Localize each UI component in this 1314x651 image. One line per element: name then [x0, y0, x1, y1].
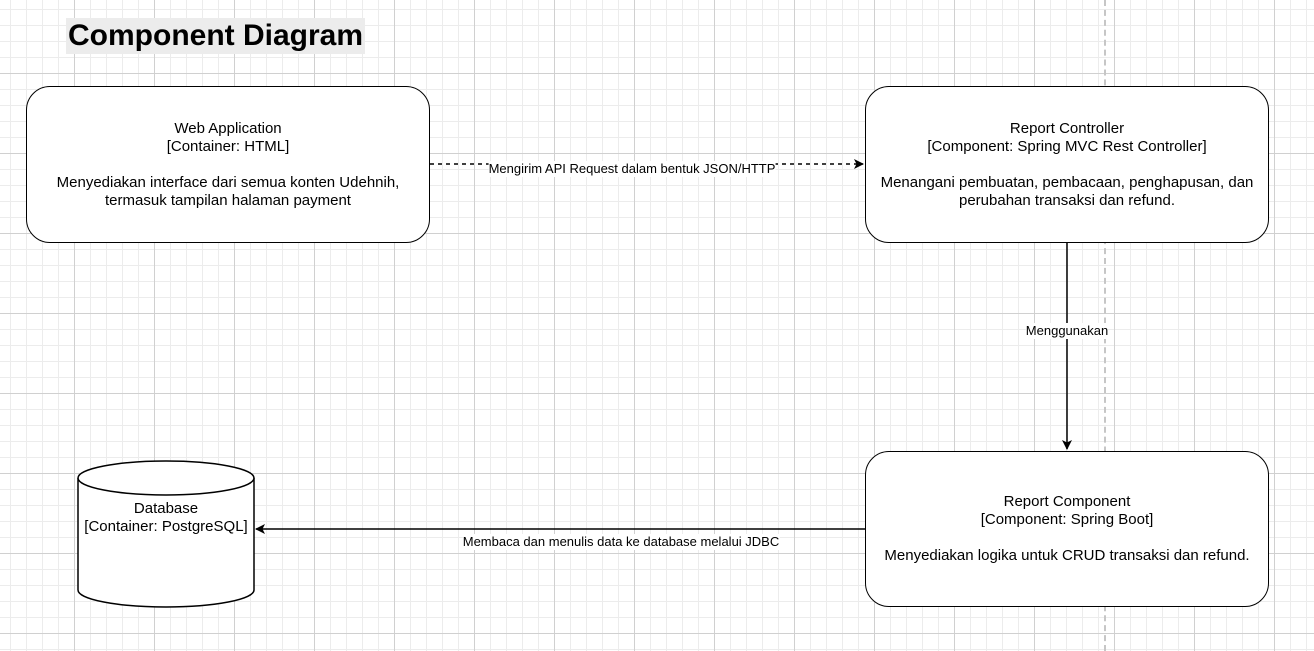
edge-label-controller-to-component: Menggunakan	[1025, 323, 1109, 339]
diagram-title: Component Diagram	[66, 18, 366, 54]
report-controller-node[interactable]: Report Controller [Component: Spring MVC…	[865, 86, 1269, 243]
report-component-type: [Component: Spring Boot]	[980, 511, 1154, 528]
report-component-node[interactable]: Report Component [Component: Spring Boot…	[865, 451, 1269, 607]
database-label: Database [Container: PostgreSQL]	[78, 500, 254, 536]
report-component-name: Report Component	[1003, 493, 1131, 510]
edge-label-component-to-database: Membaca dan menulis data ke database mel…	[462, 534, 780, 550]
database-type: [Container: PostgreSQL]	[84, 518, 248, 535]
report-component-description: Menyediakan logika untuk CRUD transaksi …	[884, 547, 1250, 564]
report-controller-description: Menangani pembuatan, pembacaan, penghapu…	[880, 173, 1254, 209]
database-cylinder[interactable]	[77, 460, 255, 608]
web-application-type: [Container: HTML]	[166, 137, 290, 155]
report-controller-type: [Component: Spring MVC Rest Controller]	[927, 137, 1207, 155]
web-application-description: Menyediakan interface dari semua konten …	[56, 173, 400, 209]
edge-label-web-to-controller: Mengirim API Request dalam bentuk JSON/H…	[488, 161, 776, 177]
web-application-node[interactable]: Web Application [Container: HTML] Menyed…	[26, 86, 430, 243]
report-controller-name: Report Controller	[1009, 119, 1125, 137]
web-application-name: Web Application	[174, 119, 282, 137]
database-name: Database	[133, 500, 199, 517]
